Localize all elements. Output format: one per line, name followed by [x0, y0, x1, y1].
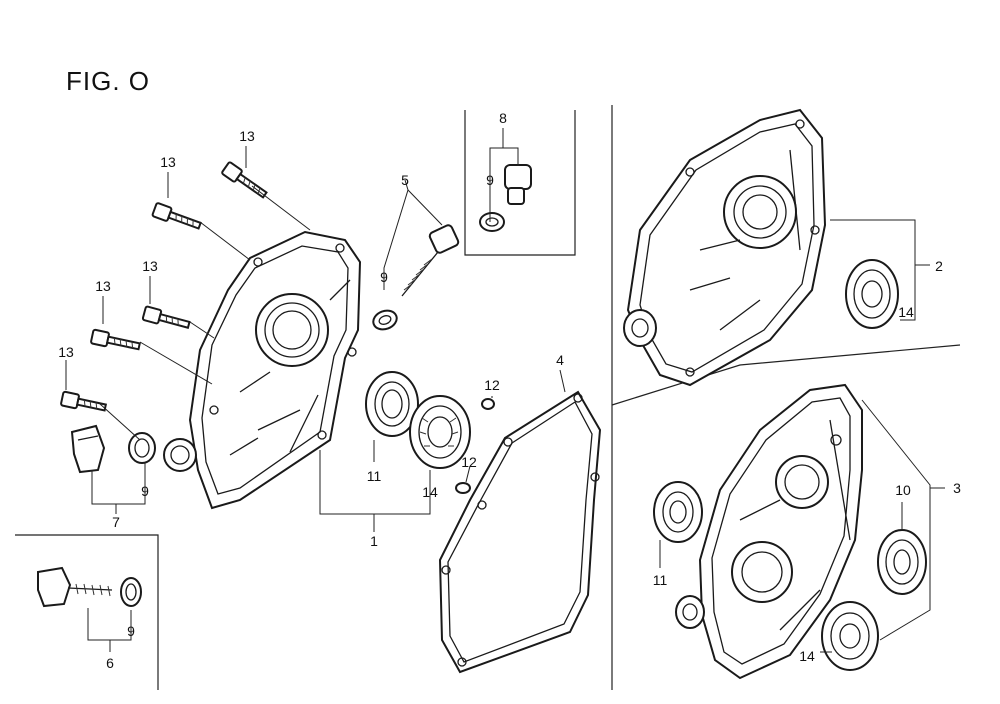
bolt-bottom — [60, 390, 108, 412]
callout-3: 3 — [953, 480, 961, 496]
oil-seal-11-right — [653, 481, 703, 543]
callout-12-lower: 12 — [461, 454, 477, 470]
oil-plug-8 — [479, 164, 532, 232]
crankcase-cover-main — [163, 230, 362, 510]
callout-1: 1 — [370, 533, 378, 549]
callout-14-top-right: 14 — [898, 304, 914, 320]
gasket-4 — [438, 390, 602, 674]
bolt-top — [221, 161, 268, 199]
callout-13-top: 13 — [239, 128, 255, 144]
callout-4: 4 — [556, 352, 564, 368]
callout-13-lower: 13 — [95, 278, 111, 294]
callout-6: 6 — [106, 655, 114, 671]
callout-9-dipstick: 9 — [127, 623, 135, 639]
callout-2: 2 — [935, 258, 943, 274]
callout-9-plug: 9 — [486, 172, 494, 188]
callout-7: 7 — [112, 514, 120, 530]
callout-13-bottom: 13 — [58, 344, 74, 360]
bolt-middle — [141, 305, 191, 329]
oil-seal-washer-9 — [372, 309, 398, 331]
bearing-14-center — [409, 395, 471, 469]
callout-13-upper: 13 — [160, 154, 176, 170]
callout-9-drain: 9 — [141, 483, 149, 499]
crankcase-cover-2 — [623, 108, 827, 387]
callout-14-bottom-right: 14 — [799, 648, 815, 664]
bearing-14-right-top — [845, 259, 899, 329]
callout-9-center: 9 — [380, 269, 388, 285]
callout-11-center: 11 — [366, 468, 382, 484]
figure-title: FIG. O — [66, 66, 150, 96]
bolt-upper — [151, 202, 202, 230]
bearing-10-right — [877, 529, 927, 595]
callout-14-center: 14 — [422, 484, 438, 500]
bearing-14-right-bottom — [821, 601, 879, 671]
callout-12-upper: 12 — [484, 377, 500, 393]
bolt-lower — [90, 328, 141, 351]
callout-10: 10 — [895, 482, 911, 498]
callout-11-right: 11 — [652, 572, 668, 588]
callout-5: 5 — [401, 172, 409, 188]
section-dividers — [15, 105, 961, 690]
callout-8: 8 — [499, 110, 507, 126]
oil-seal-11-center — [365, 371, 419, 437]
leader-lines — [65, 128, 945, 653]
bolt-set — [60, 161, 268, 412]
callout-13-middle: 13 — [142, 258, 158, 274]
dipstick-6 — [37, 566, 142, 608]
drain-plug-7 — [70, 424, 156, 474]
dowel-pins-12 — [455, 398, 495, 494]
oil-dipstick-5 — [401, 224, 460, 297]
crankcase-cover-3 — [675, 383, 863, 680]
